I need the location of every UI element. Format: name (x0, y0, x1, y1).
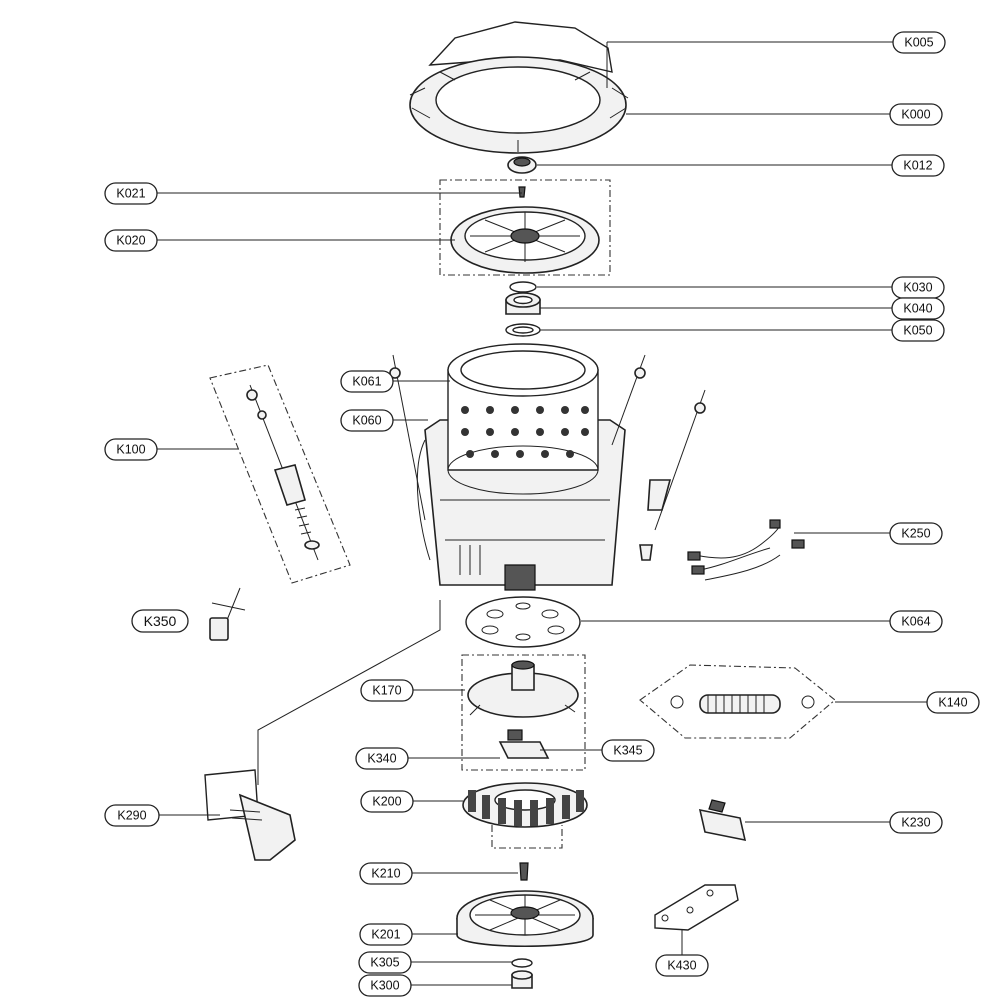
label-text-K000: K000 (901, 108, 930, 122)
label-text-K100: K100 (116, 443, 145, 457)
label-K290: K290 (104, 804, 160, 827)
label-text-K350: K350 (144, 613, 177, 629)
pulsator-group-box (439, 179, 611, 276)
clutch-group-box (461, 654, 586, 771)
label-K200: K200 (360, 790, 414, 813)
label-K064: K064 (889, 610, 943, 633)
bracket-k290-part (204, 769, 296, 861)
label-K230: K230 (889, 811, 943, 834)
nut-k040-part (505, 292, 541, 315)
label-text-K040: K040 (903, 302, 932, 316)
wire-harness-part (687, 519, 805, 581)
label-K305: K305 (358, 951, 412, 974)
suspension-rods-tub (389, 354, 706, 561)
label-K020: K020 (104, 229, 158, 252)
pulsator-screw-part (518, 186, 526, 198)
label-text-K012: K012 (903, 159, 932, 173)
label-text-K021: K021 (116, 187, 145, 201)
label-K250: K250 (889, 522, 943, 545)
label-K040: K040 (891, 297, 945, 320)
nut-k300-part (511, 970, 533, 989)
label-text-K005: K005 (904, 36, 933, 50)
label-text-K050: K050 (903, 324, 932, 338)
hose-group-box (639, 664, 836, 739)
label-text-K061: K061 (352, 375, 381, 389)
suspension-rod-part (246, 384, 320, 561)
suspension-group-box (209, 364, 351, 584)
label-text-K290: K290 (117, 809, 146, 823)
stator-part (462, 782, 588, 849)
label-K140: K140 (926, 691, 980, 714)
label-K050: K050 (891, 319, 945, 342)
label-K340: K340 (355, 747, 409, 770)
label-text-K300: K300 (370, 979, 399, 993)
clutch-actuator-part (498, 729, 550, 759)
label-text-K020: K020 (116, 234, 145, 248)
label-text-K305: K305 (370, 956, 399, 970)
label-K012: K012 (891, 154, 945, 177)
switch-k230-part (698, 799, 747, 842)
bracket-plate-k430-part (654, 884, 739, 931)
label-K021: K021 (104, 182, 158, 205)
label-text-K430: K430 (667, 959, 696, 973)
tub-cover-part (409, 21, 629, 154)
label-K060: K060 (340, 409, 394, 432)
label-text-K170: K170 (372, 684, 401, 698)
washer-k030-part (509, 281, 537, 293)
label-text-K200: K200 (372, 795, 401, 809)
rotor-part (456, 890, 594, 947)
label-K345: K345 (601, 739, 655, 762)
label-K030: K030 (891, 276, 945, 299)
label-K061: K061 (340, 370, 394, 393)
inner-basket-part (447, 343, 599, 495)
pulsator-part (450, 206, 600, 274)
label-text-K030: K030 (903, 281, 932, 295)
washer-k305-part (511, 958, 533, 968)
label-text-K210: K210 (371, 867, 400, 881)
pulsator-cap-part (507, 156, 537, 174)
label-text-K345: K345 (613, 744, 642, 758)
label-K005: K005 (892, 31, 946, 54)
label-K210: K210 (359, 862, 413, 885)
clutch-assembly-part (467, 660, 579, 718)
label-text-K201: K201 (371, 928, 400, 942)
drain-hose-part (670, 694, 815, 714)
leader-lines (157, 41, 927, 986)
flange-plate-part (465, 596, 581, 648)
label-text-K230: K230 (901, 816, 930, 830)
label-K350: K350 (131, 609, 189, 633)
label-K170: K170 (360, 679, 414, 702)
label-K430: K430 (655, 954, 709, 977)
label-K000: K000 (889, 103, 943, 126)
sensor-k350-part (209, 587, 246, 641)
label-text-K340: K340 (367, 752, 396, 766)
label-text-K140: K140 (938, 696, 967, 710)
label-K201: K201 (359, 923, 413, 946)
label-K100: K100 (104, 438, 158, 461)
label-text-K250: K250 (901, 527, 930, 541)
label-text-K064: K064 (901, 615, 930, 629)
label-K300: K300 (358, 974, 412, 997)
label-text-K060: K060 (352, 414, 381, 428)
rotor-bolt-part (519, 862, 529, 881)
washer-k050-part (505, 323, 541, 337)
